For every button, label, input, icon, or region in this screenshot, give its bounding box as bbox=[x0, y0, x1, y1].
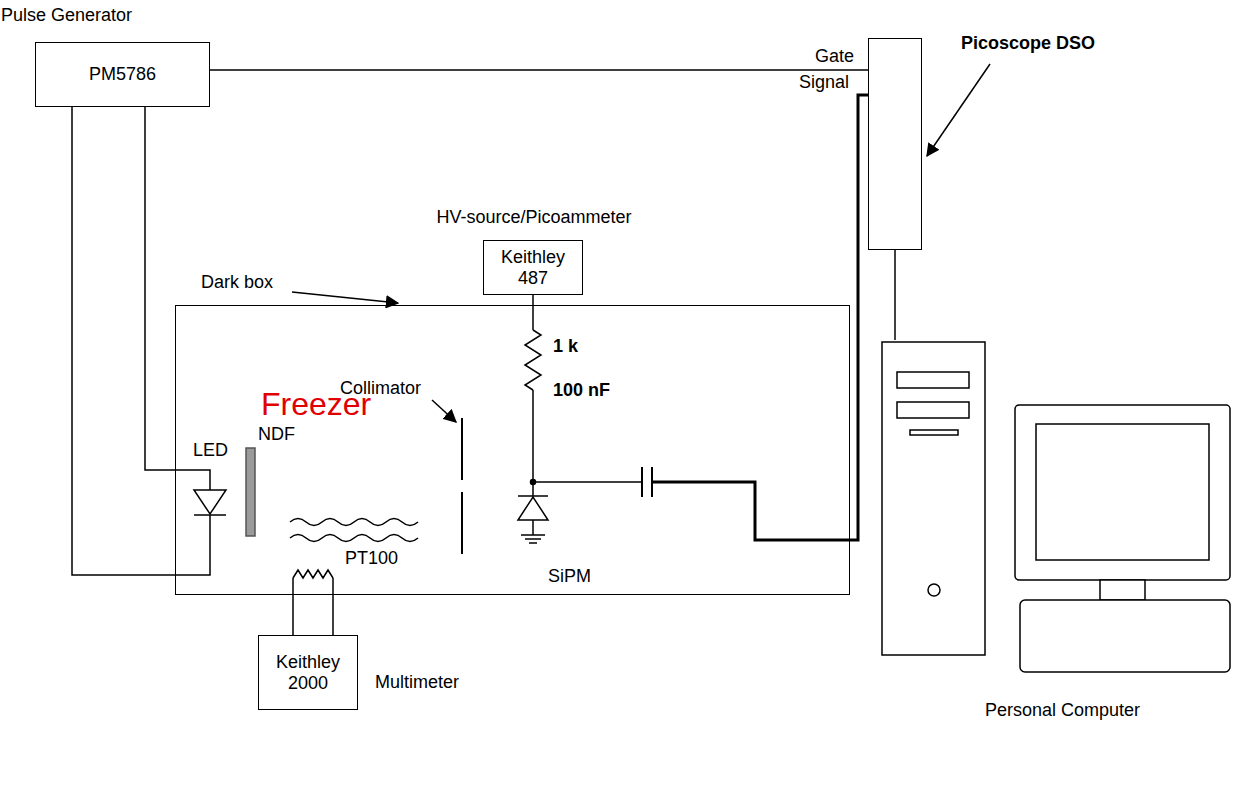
device-heading: Picoscope DSO bbox=[961, 33, 1095, 54]
led-symbol bbox=[194, 490, 226, 514]
wire-connector bbox=[332, 595, 334, 635]
wire-connector bbox=[894, 250, 896, 340]
device-caption: Multimeter bbox=[375, 672, 459, 693]
part-label: LED bbox=[193, 440, 228, 461]
wire-connector bbox=[145, 107, 175, 470]
device-caption: Personal Computer bbox=[985, 700, 1140, 721]
wire-connector bbox=[292, 595, 294, 635]
ground-symbol bbox=[521, 534, 545, 536]
signal-label: Signal bbox=[797, 72, 851, 93]
wire-connector bbox=[850, 95, 868, 540]
generator-box: Pulse GeneratorPM5786 bbox=[35, 42, 210, 107]
device-name: PM5786 bbox=[89, 64, 156, 85]
ground-symbol bbox=[525, 538, 541, 540]
pt100-symbol bbox=[293, 570, 333, 578]
monitor-base bbox=[1020, 600, 1230, 672]
part-label: NDF bbox=[258, 424, 295, 445]
dark-box: Dark boxFreezer bbox=[175, 305, 850, 595]
region-heading: Dark box bbox=[201, 272, 273, 293]
device-name: Keithley 487 bbox=[492, 247, 574, 288]
led-wire bbox=[175, 515, 210, 575]
leader-arrow bbox=[927, 64, 990, 156]
sipm-symbol bbox=[518, 497, 548, 520]
scope-box: Picoscope DSO bbox=[868, 38, 922, 250]
part-label: Collimator bbox=[340, 378, 421, 399]
light-wave bbox=[290, 519, 418, 526]
leader-arrow bbox=[432, 400, 456, 422]
wire-connector bbox=[532, 295, 534, 305]
part-label: 100 nF bbox=[553, 380, 610, 401]
wire-connector bbox=[210, 69, 868, 71]
computer-node: Personal Computer bbox=[880, 340, 1235, 740]
capacitor-symbol bbox=[641, 467, 643, 497]
signal-wire bbox=[533, 481, 642, 483]
device-heading: HV-source/Picoammeter bbox=[436, 207, 631, 228]
device-name: Keithley 2000 bbox=[267, 652, 349, 693]
pc-drive-bay bbox=[897, 402, 969, 418]
ground-symbol bbox=[529, 542, 537, 544]
pt100-wire bbox=[332, 578, 334, 595]
monitor-body bbox=[1015, 405, 1230, 580]
pc-drive-bay bbox=[897, 372, 969, 388]
signal-wire bbox=[652, 482, 850, 540]
signal-label: Gate bbox=[813, 46, 856, 67]
pc-button bbox=[928, 584, 940, 596]
pc-tower bbox=[882, 342, 985, 655]
light-wave bbox=[290, 535, 418, 542]
leader-arrow bbox=[292, 292, 398, 303]
resistor-symbol bbox=[525, 330, 541, 390]
ground-wire bbox=[532, 520, 534, 535]
led-wire bbox=[175, 470, 210, 490]
sipm-symbol bbox=[518, 495, 548, 497]
part-label: PT100 bbox=[345, 548, 398, 569]
wire-connector bbox=[72, 107, 175, 575]
pc-slot bbox=[910, 430, 958, 435]
led-symbol bbox=[194, 514, 226, 516]
device-heading: Pulse Generator bbox=[1, 5, 132, 26]
monitor-neck bbox=[1100, 580, 1145, 600]
ndf-filter bbox=[246, 448, 255, 536]
part-label: 1 k bbox=[553, 336, 578, 357]
part-label: SiPM bbox=[548, 566, 591, 587]
multimeter-box: Keithley 2000Multimeter bbox=[258, 635, 358, 710]
collimator bbox=[461, 418, 463, 480]
pt100-wire bbox=[292, 578, 294, 595]
collimator bbox=[461, 492, 463, 554]
ammeter-box: HV-source/PicoammeterKeithley 487 bbox=[483, 240, 583, 295]
monitor-screen bbox=[1036, 424, 1209, 560]
computer-illustration bbox=[882, 342, 1230, 672]
bias-wire bbox=[532, 305, 534, 330]
